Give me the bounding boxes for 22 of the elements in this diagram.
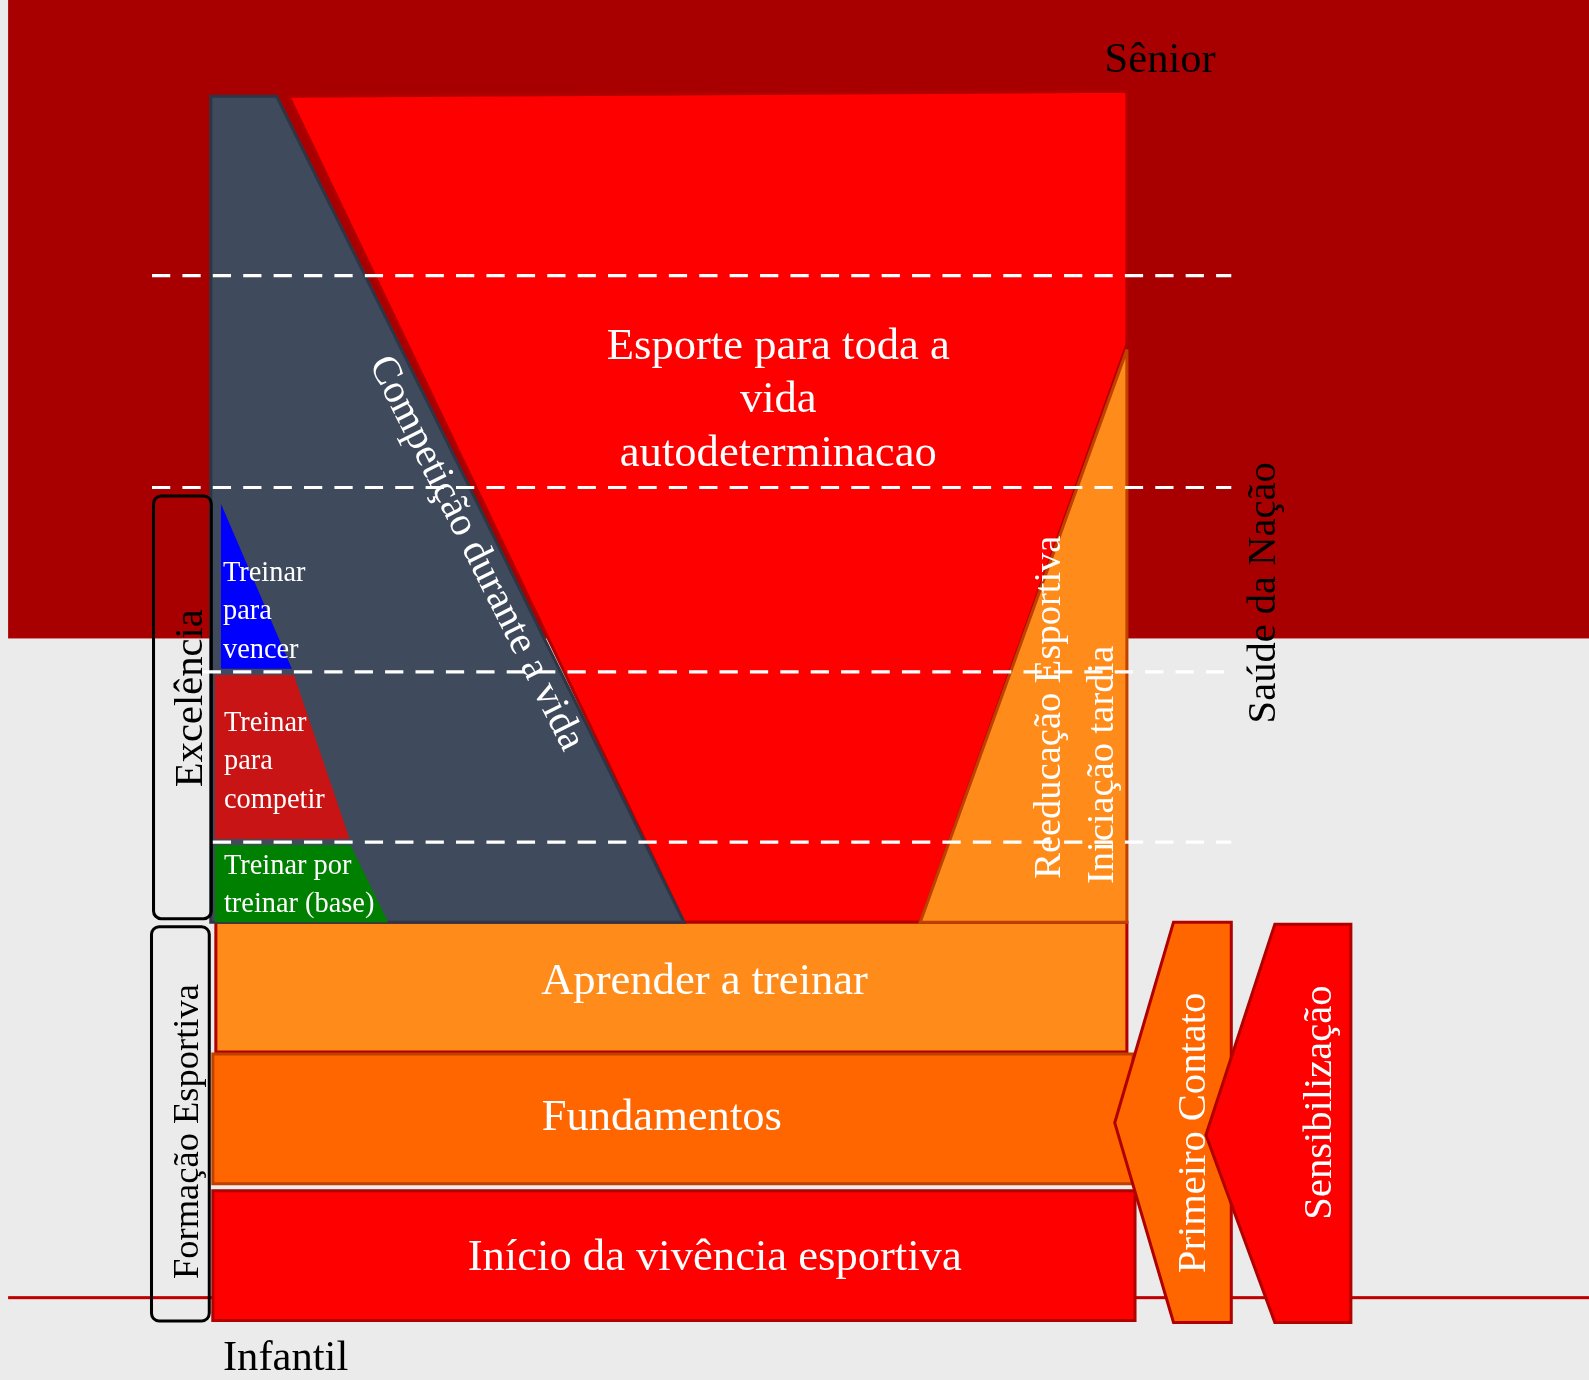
trapezoid-stage <box>214 845 389 923</box>
stage-label: Reeducação Esportiva <box>1023 535 1069 879</box>
stage-bar <box>212 1190 1135 1321</box>
stage-bar <box>215 922 1127 1052</box>
stage-label: Sensibilização <box>1293 985 1341 1220</box>
group-label: Excelência <box>164 609 212 788</box>
stage-label: Primeiro Contato <box>1167 992 1215 1274</box>
axis-label: Saúde da Nação <box>1237 462 1285 724</box>
group-label: Formação Esportiva <box>164 983 208 1279</box>
bracket-frame <box>152 494 213 921</box>
stage-label: Treinar para competir <box>223 704 326 816</box>
stage-title: Fundamentos <box>541 1088 782 1142</box>
stage-title: Aprender a treinar <box>541 953 868 1006</box>
axis-label: Infantil <box>222 1331 349 1380</box>
stage-label: Iniciação tardia <box>1076 645 1122 885</box>
stage-title: Esporte para toda a vida autodeterminacao <box>605 318 951 478</box>
axis-label: Sênior <box>1104 33 1216 84</box>
trapezoid-stage <box>214 674 350 840</box>
chevron-shape <box>1114 922 1232 1323</box>
stage-title: Início da vivência esportiva <box>467 1228 962 1282</box>
chevron-shape <box>1205 924 1351 1323</box>
stage-label: Treinar por treinar (base) <box>223 847 376 920</box>
